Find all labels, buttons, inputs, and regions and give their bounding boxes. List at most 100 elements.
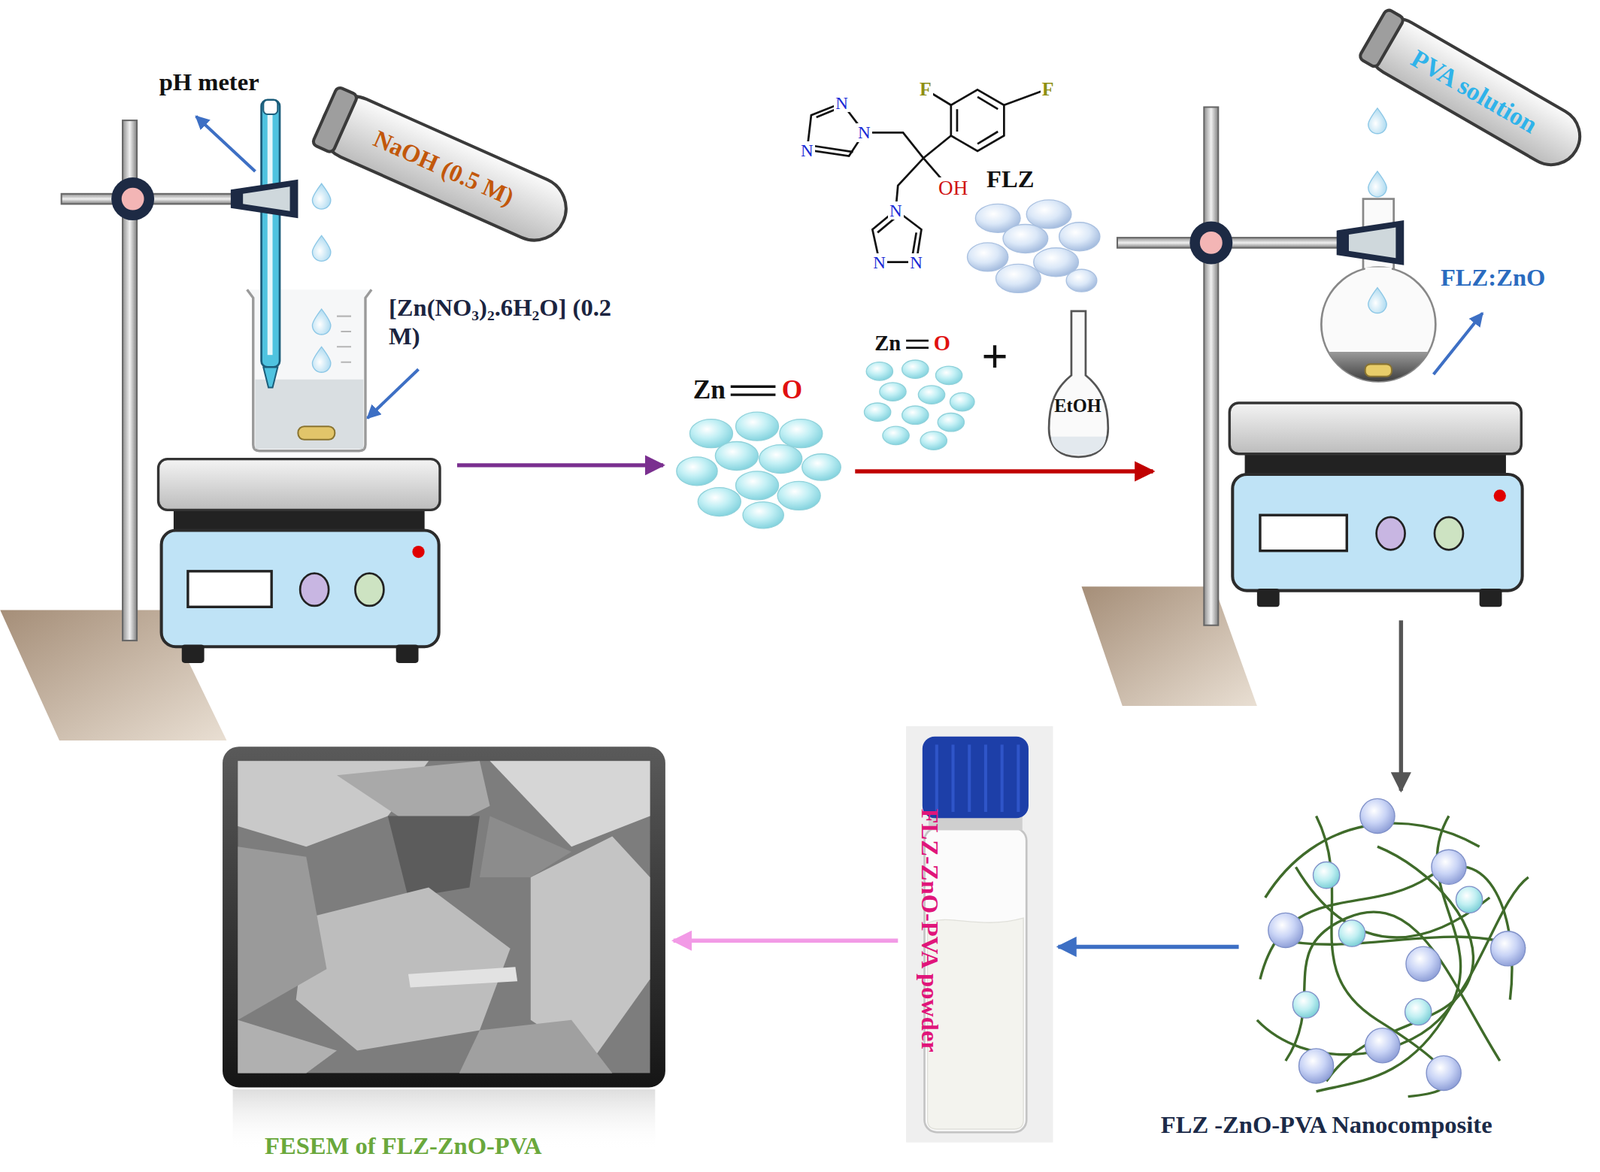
flake (296, 887, 511, 1051)
plus-sign: + (981, 332, 1009, 382)
stir-bar (1365, 363, 1392, 376)
particle (949, 392, 975, 411)
ring-double-bond (877, 217, 917, 258)
particle (1365, 1028, 1400, 1064)
nanocomposite: FLZ -ZnO-PVA Nanocomposite (1246, 796, 1536, 1143)
process-arrow (673, 939, 899, 943)
flask-liquid (1328, 351, 1429, 382)
particle (1455, 886, 1482, 913)
solvent-flask: EtOH (1045, 306, 1111, 460)
particle (1066, 269, 1097, 292)
hotplate-knob (354, 573, 384, 607)
hotplate-body (161, 530, 440, 648)
clamp-boss-center (1200, 231, 1223, 255)
polymer-chains (1257, 815, 1529, 1097)
particle (935, 366, 962, 385)
particle (902, 406, 929, 425)
flask-liquid (1051, 436, 1107, 455)
clamp-jaw-inner (1348, 227, 1396, 259)
particle (996, 263, 1042, 293)
drop (312, 346, 331, 373)
vial-cap (922, 736, 1029, 819)
hotplate-top (1229, 403, 1522, 455)
polymer-chain (1265, 823, 1480, 898)
particle (1490, 931, 1526, 967)
particle (697, 487, 741, 517)
compound-label: FLZ (986, 166, 1034, 192)
sem-flakes (237, 760, 650, 1073)
atom-label: N (799, 141, 816, 160)
particle (1338, 920, 1365, 947)
image-caption: FESEM of FLZ-ZnO-PVA (264, 1132, 542, 1161)
clamp-jaw-inner (242, 186, 290, 212)
particle (759, 445, 803, 474)
atom-label: N (871, 253, 888, 272)
particle (902, 360, 929, 379)
hotplate-knob (300, 573, 329, 607)
ring-double-bond (957, 96, 998, 144)
particle (1059, 222, 1100, 252)
clamp-boss (1189, 221, 1233, 264)
bench-shadow (1081, 586, 1257, 707)
nanoparticles (1268, 798, 1526, 1091)
hotplate-band (173, 509, 425, 531)
ph-probe-cap (263, 100, 278, 115)
rod (408, 966, 518, 988)
test-tube (1358, 8, 1591, 176)
zno-particles (676, 412, 841, 529)
test-tube-rim (312, 86, 358, 154)
particle (967, 242, 1009, 272)
reagent-tube: PVA solution (1375, 21, 1575, 162)
bond (923, 135, 952, 158)
zno-particles: ZnO (860, 324, 975, 455)
particle (1360, 798, 1395, 834)
process-arrow (457, 463, 664, 467)
flake (479, 815, 572, 877)
drop (1368, 287, 1387, 314)
particle (802, 454, 842, 481)
beaker-liquid (254, 379, 364, 449)
flake (237, 846, 327, 1021)
hotplate-display (1260, 515, 1347, 551)
stirrer-setup: FLZ:ZnO (1157, 191, 1531, 613)
drops (1368, 108, 1387, 314)
double-bond (906, 340, 929, 348)
bond (1003, 90, 1043, 106)
drop (1368, 171, 1387, 197)
hotplate-body (1232, 474, 1522, 591)
stir-bar (297, 426, 335, 440)
test-tube-body (1358, 8, 1591, 176)
round-bottom-flask (1321, 266, 1436, 382)
particle (937, 413, 964, 432)
vial-photo: FLZ-ZnO-PVA powder (906, 726, 1053, 1143)
hotplate-knob (1376, 517, 1406, 550)
beaker-graduation (336, 316, 352, 363)
hotplate-band (1245, 454, 1507, 475)
double-bond (730, 386, 776, 395)
hotplate-knob (1434, 517, 1464, 550)
flz-particles (967, 200, 1100, 293)
solvent-label: EtOH (1054, 395, 1101, 417)
reagent-label: PVA solution (1406, 43, 1543, 140)
test-tube (312, 86, 577, 251)
particle (918, 385, 945, 404)
particle (676, 457, 718, 486)
atom-label: O (781, 375, 803, 407)
test-tube-body (312, 86, 577, 251)
polymer-chain (1260, 866, 1513, 1000)
cap-ridges (936, 744, 1019, 813)
flake (459, 1020, 613, 1074)
process-arrow (854, 469, 1153, 473)
atom-label: F (1040, 78, 1056, 100)
clamp-jaw (230, 179, 299, 219)
clamp-boss-center (121, 187, 145, 211)
atom-label: F (918, 78, 934, 100)
drop (312, 309, 331, 335)
leader-arrow (196, 116, 256, 172)
particle (715, 442, 758, 471)
sem-image (237, 760, 650, 1073)
flake (237, 1020, 337, 1074)
particle (1426, 1055, 1461, 1091)
particle (1003, 224, 1049, 254)
